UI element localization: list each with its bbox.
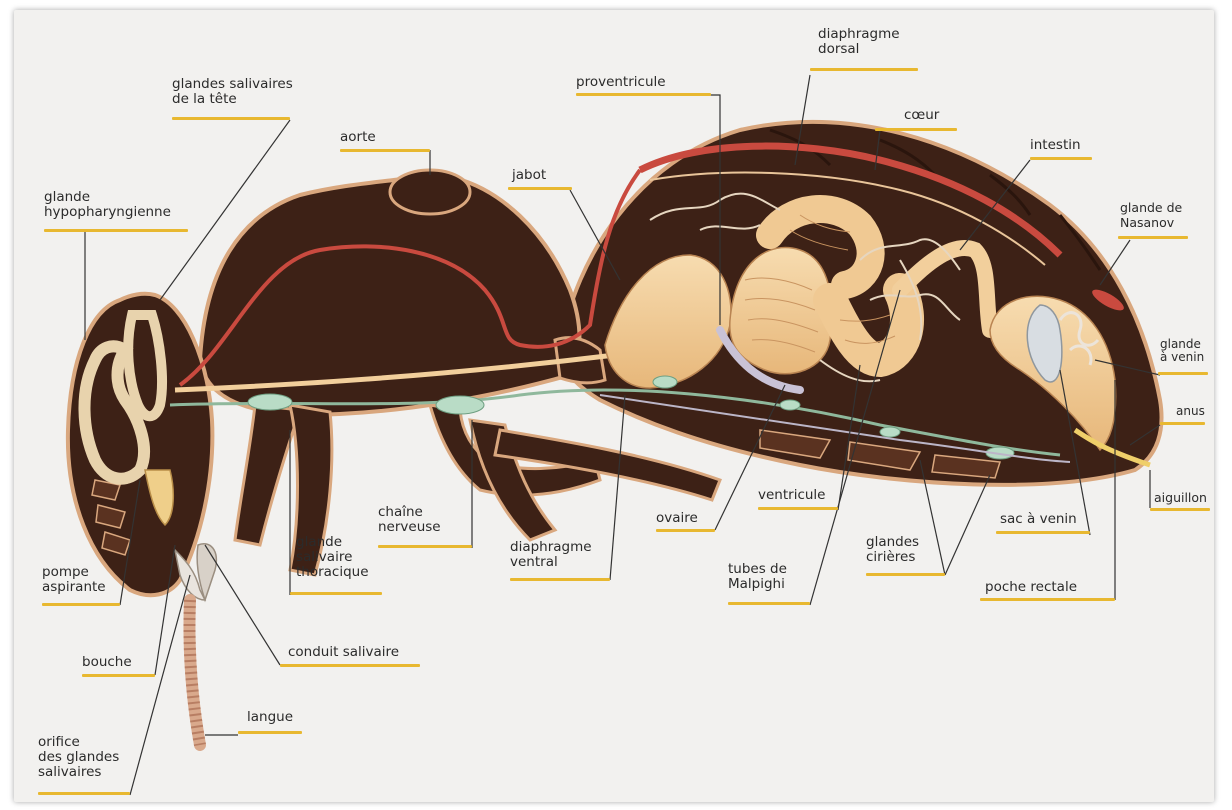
label-ovaire: ovaire	[656, 511, 698, 526]
underline	[172, 117, 290, 120]
underline	[728, 602, 810, 605]
label-orifice-glandes-salivaires: orificedes glandessalivaires	[38, 735, 119, 780]
underline	[875, 128, 957, 131]
label-tubes-malpighi: tubes deMalpighi	[728, 562, 787, 592]
label-langue: langue	[247, 710, 293, 725]
underline	[82, 674, 155, 677]
underline	[1030, 157, 1092, 160]
underline	[44, 229, 188, 232]
proboscis	[175, 544, 216, 745]
label-glande-nasanov: glande deNasanov	[1120, 200, 1182, 230]
label-jabot: jabot	[512, 168, 546, 183]
label-coeur: cœur	[904, 108, 939, 123]
underline	[576, 93, 711, 96]
underline	[996, 531, 1090, 534]
label-sac-venin: sac à venin	[1000, 512, 1077, 527]
label-diaphragme-dorsal: diaphragmedorsal	[818, 27, 900, 57]
underline	[38, 792, 130, 795]
underline	[42, 603, 120, 606]
label-glande-venin: glandeà venin	[1160, 338, 1204, 364]
label-aorte: aorte	[340, 130, 376, 145]
underline	[866, 573, 945, 576]
label-pompe-aspirante: pompeaspirante	[42, 565, 106, 595]
label-chaine-nerveuse: chaînenerveuse	[378, 505, 441, 535]
underline	[810, 68, 918, 71]
label-bouche: bouche	[82, 655, 132, 670]
label-glande-salivaire-thoracique: glandesalivairethoracique	[296, 535, 369, 580]
underline	[280, 664, 420, 667]
label-poche-rectale: poche rectale	[985, 580, 1077, 595]
underline	[238, 731, 302, 734]
label-anus: anus	[1176, 404, 1205, 419]
label-proventricule: proventricule	[576, 75, 666, 90]
label-diaphragme-ventral: diaphragmeventral	[510, 540, 592, 570]
underline	[290, 592, 382, 595]
label-ventricule: ventricule	[758, 488, 825, 503]
underline	[1158, 372, 1208, 375]
underline	[508, 187, 572, 190]
underline	[1160, 422, 1205, 425]
underline	[1118, 236, 1188, 239]
underline	[378, 545, 472, 548]
label-glandes-cirieres: glandescirières	[866, 535, 919, 565]
underline	[980, 598, 1115, 601]
label-aiguillon: aiguillon	[1154, 490, 1207, 505]
label-conduit-salivaire: conduit salivaire	[288, 645, 399, 660]
underline	[758, 507, 838, 510]
label-intestin: intestin	[1030, 138, 1081, 153]
label-glande-hypopharyngienne: glandehypopharyngienne	[44, 190, 171, 220]
underline	[1150, 508, 1210, 511]
thorax-bump	[390, 170, 470, 214]
underline	[656, 529, 715, 532]
underline	[510, 578, 610, 581]
underline	[340, 149, 430, 152]
label-glandes-salivaires-tete: glandes salivairesde la tête	[172, 77, 293, 107]
